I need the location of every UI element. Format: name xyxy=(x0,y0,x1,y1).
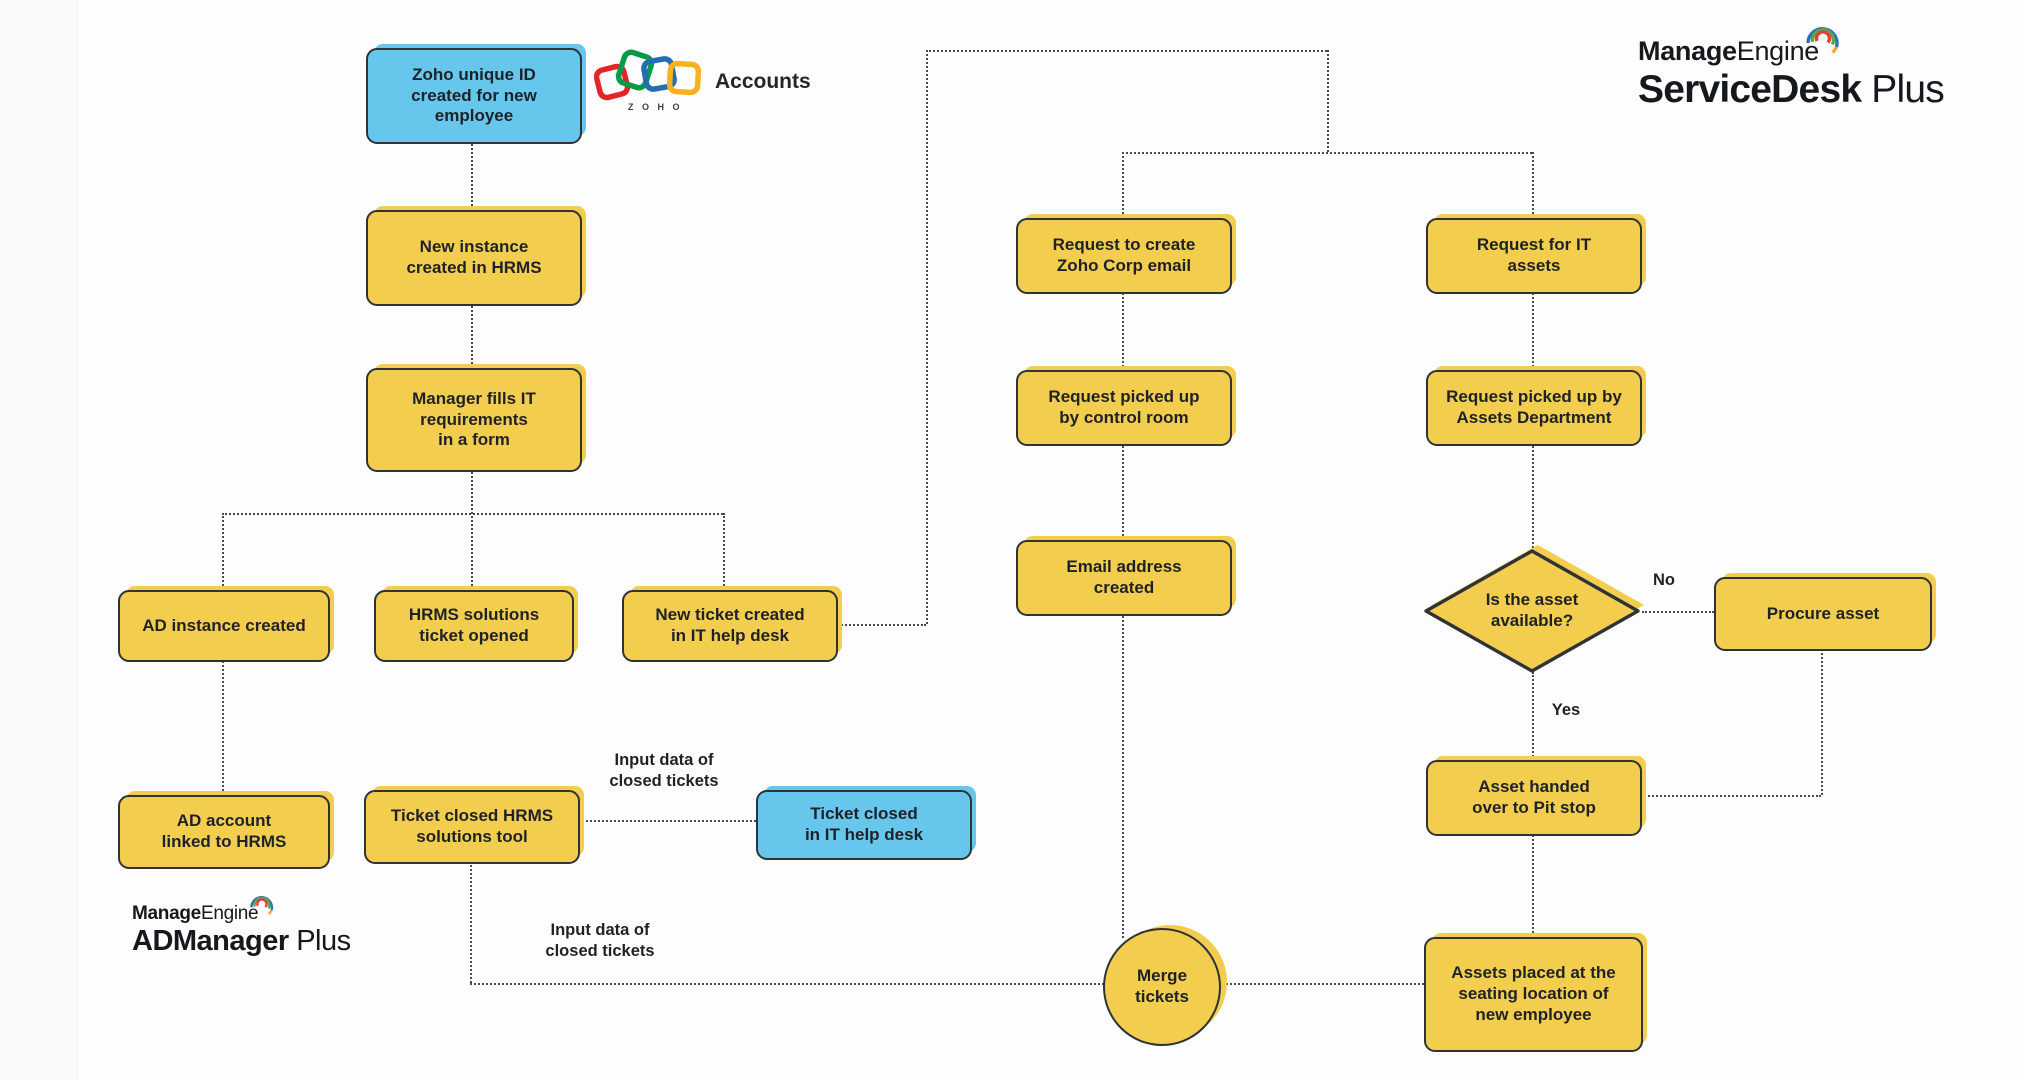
node-manager-fills-form: Manager fills IT requirements in a form xyxy=(366,368,582,472)
dotted-connector xyxy=(1532,290,1534,370)
admanager-bold-text: ADManager xyxy=(132,925,289,957)
slide-left-margin xyxy=(0,0,78,1080)
node-request-assets-dept: Request picked up by Assets Department xyxy=(1426,370,1642,446)
servicedesk-plus-wordmark: ServiceDesk Plus xyxy=(1638,68,1945,112)
manageengine-regular-text: Engine xyxy=(1736,36,1820,66)
dotted-connector xyxy=(926,50,928,624)
edge-label-no: No xyxy=(1653,571,1675,589)
edge-label-yes: Yes xyxy=(1551,701,1581,719)
node-label: Assets placed at the seating location of… xyxy=(1451,963,1616,1024)
manageengine-regular-text: Engine xyxy=(200,903,259,924)
node-label: New instance created in HRMS xyxy=(406,237,542,277)
node-label: AD instance created xyxy=(142,615,306,635)
dotted-connector xyxy=(471,302,473,368)
dotted-connector xyxy=(1122,612,1124,938)
node-label: Zoho unique ID created for new employee xyxy=(411,64,537,126)
dotted-connector xyxy=(926,50,1327,52)
dotted-connector xyxy=(1532,152,1534,218)
node-ad-instance-created: AD instance created xyxy=(118,590,330,662)
admanager-plus-logo: ManageEngine ADManager Plus xyxy=(132,896,351,958)
zoho-squares-icon: Z O H O xyxy=(593,49,702,112)
dotted-connector xyxy=(1122,152,1532,154)
node-ticket-closed-itdesk: Ticket closed in IT help desk xyxy=(756,790,972,860)
dotted-connector xyxy=(471,468,473,590)
node-request-corp-email: Request to create Zoho Corp email xyxy=(1016,218,1232,294)
zoho-product-name: Accounts xyxy=(715,70,811,93)
dotted-connector xyxy=(470,983,1104,985)
edge-label-input-data-top: Input data of closed tickets xyxy=(609,751,719,790)
dotted-connector xyxy=(834,624,926,626)
node-new-instance-hrms: New instance created in HRMS xyxy=(366,210,582,306)
dotted-connector xyxy=(1122,290,1124,370)
manageengine-swoosh-icon xyxy=(250,896,274,915)
node-label: HRMS solutions ticket opened xyxy=(408,605,540,645)
edge-label-input-data-bottom: Input data of closed tickets xyxy=(545,921,655,960)
dotted-connector xyxy=(470,860,472,983)
dotted-connector xyxy=(1532,672,1534,760)
dotted-connector xyxy=(1327,50,1329,152)
manageengine-wordmark: ManageEngine xyxy=(1638,27,1839,67)
manageengine-bold-text: Manage xyxy=(132,903,201,924)
node-label: Asset handed over to Pit stop xyxy=(1472,777,1596,817)
node-assets-placed-seating: Assets placed at the seating location of… xyxy=(1424,937,1643,1052)
dotted-connector xyxy=(1532,832,1534,937)
dotted-connector xyxy=(723,513,725,590)
node-asset-handed-pitstop: Asset handed over to Pit stop xyxy=(1426,760,1642,836)
node-zoho-id-created: Zoho unique ID created for new employee xyxy=(366,48,582,144)
servicedesk-bold-text: ServiceDesk xyxy=(1638,68,1862,111)
node-label: Ticket closed HRMS solutions tool xyxy=(390,806,554,846)
admanager-plus-wordmark: ADManager Plus xyxy=(132,925,351,958)
node-merge-tickets: Merge tickets xyxy=(1103,928,1221,1046)
node-ticket-closed-hrms: Ticket closed HRMS solutions tool xyxy=(364,790,580,864)
node-ad-account-linked: AD account linked to HRMS xyxy=(118,795,330,869)
dotted-connector xyxy=(1642,611,1714,613)
node-label: Request to create Zoho Corp email xyxy=(1052,235,1196,275)
node-request-control-room: Request picked up by control room xyxy=(1016,370,1232,446)
node-label: Ticket closed in IT help desk xyxy=(804,804,924,844)
zoho-wordmark-text: Z O H O xyxy=(628,102,683,112)
dotted-connector xyxy=(222,513,224,590)
node-label: Merge tickets xyxy=(1135,966,1189,1006)
node-label: Manager fills IT requirements in a form xyxy=(412,388,536,450)
node-label: AD account linked to HRMS xyxy=(161,811,287,851)
dotted-connector xyxy=(471,140,473,210)
node-asset-available: Is the asset available? xyxy=(1485,590,1579,630)
manageengine-bold-text: Manage xyxy=(1638,36,1737,66)
node-request-it-assets: Request for IT assets xyxy=(1426,218,1642,294)
dotted-connector xyxy=(1821,649,1823,795)
node-email-created: Email address created xyxy=(1016,540,1232,616)
servicedesk-plus-text: Plus xyxy=(1861,68,1944,111)
dotted-connector xyxy=(1532,442,1534,552)
zoho-accounts-logo: Z O H O Accounts xyxy=(593,46,824,116)
dotted-connector xyxy=(578,820,756,822)
manageengine-swoosh-icon xyxy=(1806,27,1839,54)
dotted-connector xyxy=(222,513,723,515)
admanager-plus-text: Plus xyxy=(288,925,351,957)
decision-diamond-shape xyxy=(1424,545,1644,673)
node-new-ticket-helpdesk: New ticket created in IT help desk xyxy=(622,590,838,662)
node-label: Request for IT assets xyxy=(1476,235,1592,275)
dotted-connector xyxy=(1641,795,1821,797)
node-label: Request picked up by Assets Department xyxy=(1446,387,1622,427)
manageengine-wordmark: ManageEngine xyxy=(132,896,274,925)
dotted-connector xyxy=(1122,152,1124,218)
node-label: Email address created xyxy=(1066,557,1182,597)
node-label: Procure asset xyxy=(1766,603,1880,623)
node-label: New ticket created in IT help desk xyxy=(655,605,805,645)
node-procure-asset: Procure asset xyxy=(1714,577,1932,651)
dotted-connector xyxy=(1122,442,1124,540)
dotted-connector xyxy=(222,658,224,795)
node-label: Request picked up by control room xyxy=(1048,387,1200,427)
node-hrms-ticket-opened: HRMS solutions ticket opened xyxy=(374,590,574,662)
servicedesk-plus-logo: ManageEngine ServiceDesk Plus xyxy=(1638,27,1945,112)
dotted-connector xyxy=(1219,983,1424,985)
